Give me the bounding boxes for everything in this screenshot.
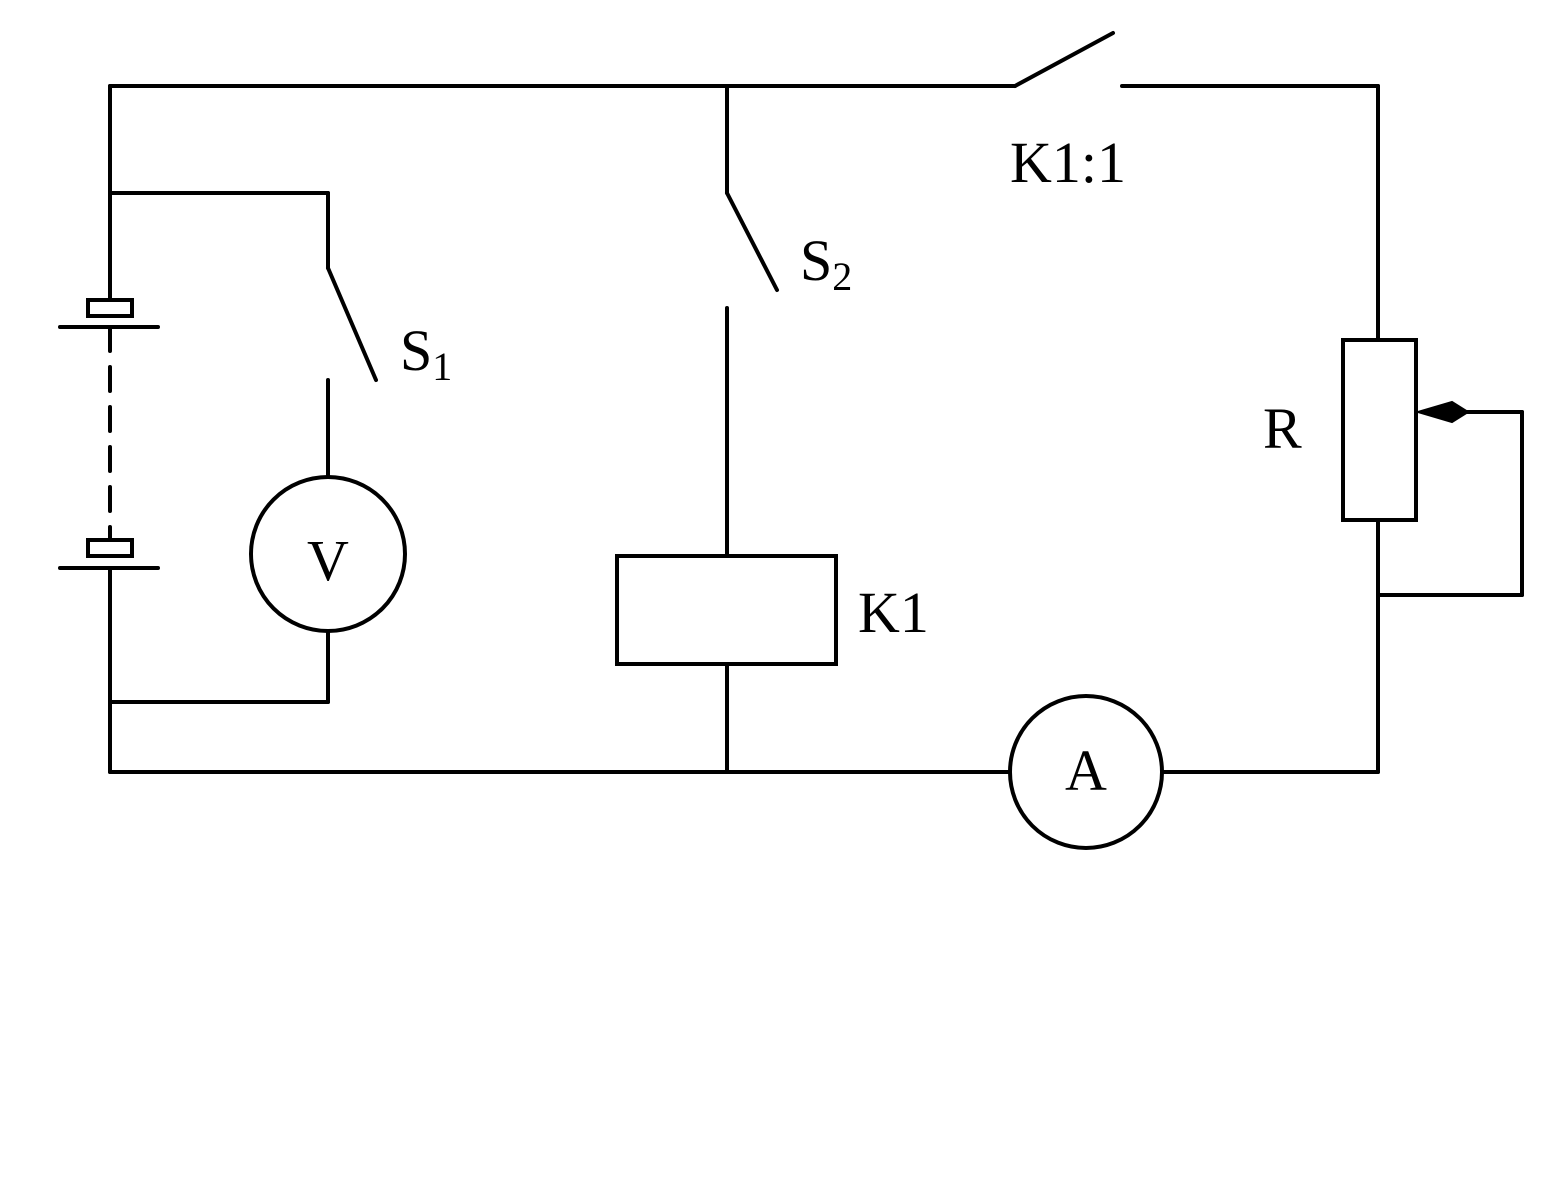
- relay-contact-k1-1: [1013, 31, 1115, 88]
- rheostat-branch: [1341, 84, 1524, 774]
- rheostat-slider-arrow: [1414, 400, 1470, 424]
- ammeter-label: A: [1065, 738, 1107, 803]
- switch-s2-label: S2: [800, 228, 852, 299]
- relay-branch: [615, 84, 838, 774]
- switch-s2: [725, 191, 779, 292]
- battery: [58, 84, 160, 774]
- rheostat-r: [1341, 338, 1418, 522]
- ammeter: [1008, 694, 1164, 850]
- switch-s1: [326, 266, 378, 382]
- voltmeter-label: V: [307, 528, 349, 593]
- relay-coil-k1: [615, 554, 838, 666]
- relay-contact-label: K1:1: [1010, 130, 1126, 195]
- voltmeter-branch: [108, 191, 407, 704]
- relay-coil-label: K1: [858, 580, 929, 645]
- switch-s1-label: S1: [400, 318, 452, 389]
- rheostat-label: R: [1263, 396, 1302, 461]
